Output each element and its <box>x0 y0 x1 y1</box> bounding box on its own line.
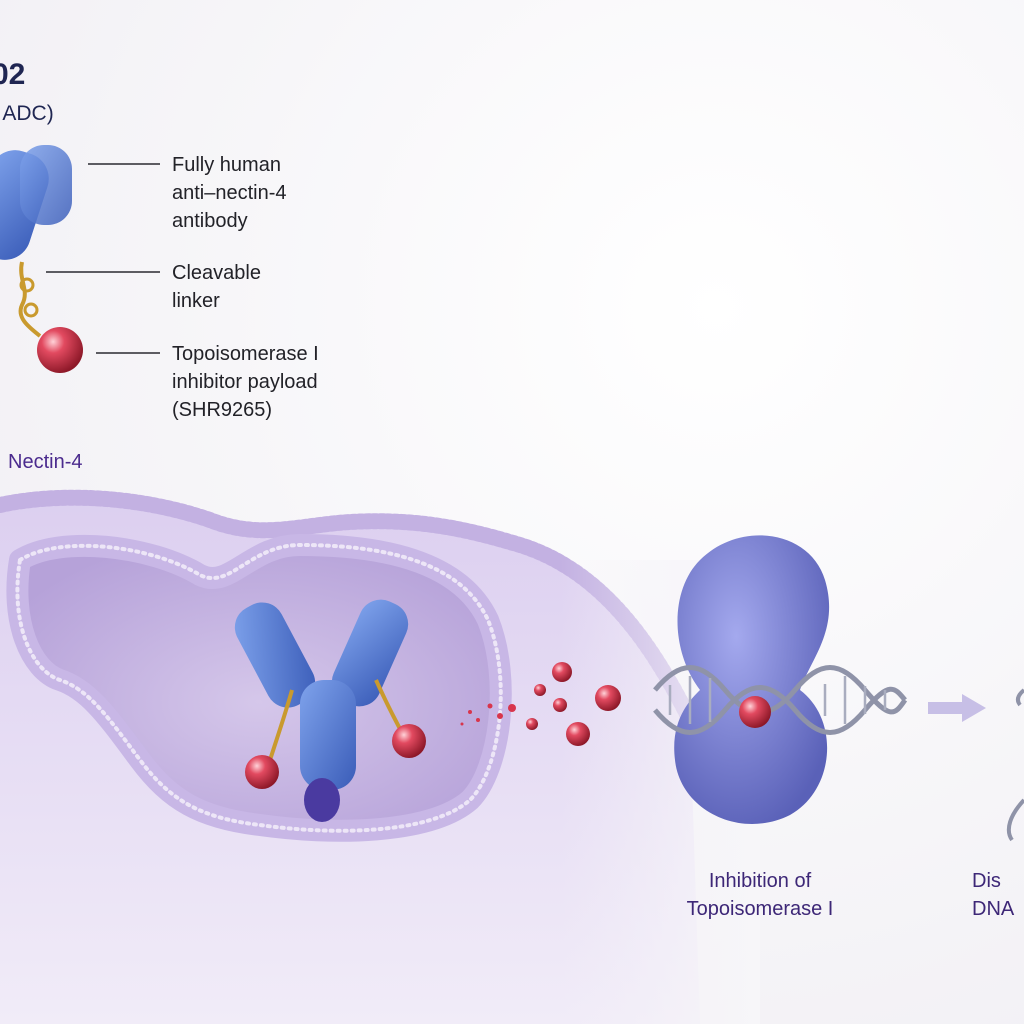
topoisomerase-complex <box>653 535 908 824</box>
process-arrow <box>928 694 986 722</box>
released-payload <box>460 662 621 746</box>
stage-label-dna-damage: Dis DNA <box>972 867 1014 923</box>
diagram-title: 02 <box>0 58 26 91</box>
target-label: Nectin-4 <box>8 451 83 473</box>
callout-antibody-line-3: antibody <box>172 210 248 232</box>
callout-leader-lines <box>46 163 160 354</box>
callout-payload-line-1: Topoisomerase I <box>172 343 319 365</box>
stage-inhibition-line-2: Topoisomerase I <box>686 898 834 920</box>
damaged-dna-fragment <box>1006 688 1024 842</box>
callout-antibody-line-2: anti–nectin-4 <box>172 182 287 204</box>
callout-payload-line-2: inhibitor payload <box>172 371 318 393</box>
callout-linker-line-2: linker <box>172 290 220 312</box>
callout-linker-line-1: Cleavable <box>172 262 261 284</box>
stage-dna-line-1: Dis <box>972 870 1001 892</box>
internalized-adc <box>234 599 426 822</box>
stage-dna-line-2: DNA <box>972 898 1015 920</box>
adc-legend-molecule <box>0 145 83 373</box>
stage-inhibition-line-1: Inhibition of <box>708 870 812 892</box>
stage-label-inhibition: Inhibition of Topoisomerase I <box>660 867 860 923</box>
callout-linker: Cleavable linker <box>172 259 261 315</box>
callout-payload-line-3: (SHR9265) <box>172 399 273 421</box>
dna-helix <box>653 665 908 735</box>
diagram-subtitle: d ADC) <box>0 102 54 125</box>
callout-payload: Topoisomerase I inhibitor payload (SHR92… <box>172 340 319 424</box>
callout-antibody: Fully human anti–nectin-4 antibody <box>172 151 287 235</box>
callout-antibody-line-1: Fully human <box>172 154 281 176</box>
